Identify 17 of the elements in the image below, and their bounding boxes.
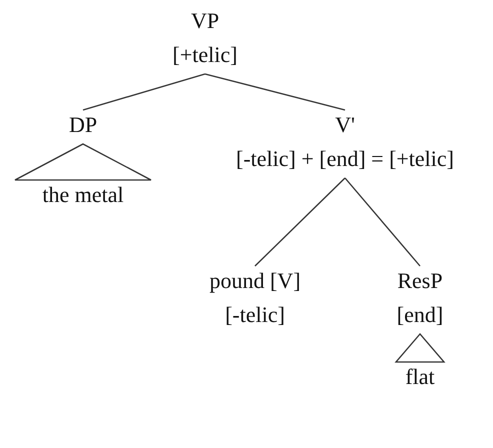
triangle-connector [14, 143, 152, 181]
feature-label: [-telic] + [end] = [+telic] [236, 145, 454, 173]
category-label: ResP [397, 267, 443, 295]
branch-line [82, 73, 206, 111]
branch-line [344, 178, 420, 266]
branch-line [204, 73, 346, 111]
feature-label: [-telic] [225, 301, 285, 329]
feature-label: [+telic] [172, 41, 238, 69]
word-label: the metal [42, 178, 124, 212]
category-label: VP [190, 7, 220, 35]
category-label: V' [335, 111, 355, 139]
category-label: pound [V] [209, 267, 301, 295]
feature-label: [end] [396, 301, 444, 329]
word-label: flat [405, 360, 435, 394]
category-label: DP [68, 108, 98, 142]
branch-line [254, 178, 346, 266]
triangle-connector [394, 333, 446, 363]
